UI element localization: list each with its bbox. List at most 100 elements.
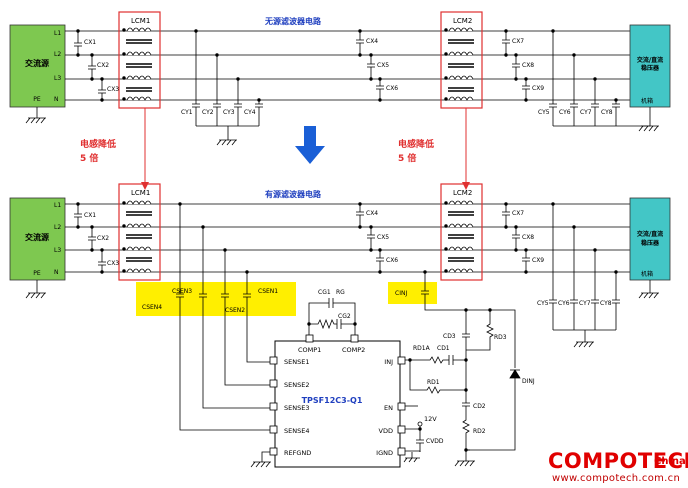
l2-label-top: L2 xyxy=(54,51,61,58)
reduce-label-left: 电感降低 xyxy=(80,138,116,150)
cy4-label-top: CY4 xyxy=(244,109,256,116)
active-filter-title: 有源滤波器电路 xyxy=(265,189,322,199)
csen3-label: CSEN3 xyxy=(172,288,192,295)
y-caps-group2-top xyxy=(549,29,650,127)
cy7-label-bottom: CY7 xyxy=(579,300,591,307)
lcm1-coils-top xyxy=(122,27,152,101)
reduce-label-right: 电感降低 xyxy=(398,138,434,150)
pin-sense3: SENSE3 xyxy=(284,404,309,412)
power-lines-bottom xyxy=(65,203,630,273)
load-box-bottom xyxy=(629,197,671,281)
cx7-label-top: CX7 xyxy=(512,38,524,45)
supply-wiring xyxy=(403,405,475,467)
pin-comp1: COMP1 xyxy=(298,346,321,354)
cinj-label: CINJ xyxy=(395,290,407,297)
lcm1-coils-bottom xyxy=(122,200,152,273)
ac-source-box-bottom xyxy=(9,197,66,281)
cg2-label: CG2 xyxy=(338,313,351,320)
rd1a-label: RD1A xyxy=(413,345,431,352)
l1-label-bottom: L1 xyxy=(54,202,61,209)
load-label2-top: 稳压器 xyxy=(641,64,660,72)
ac-source-box-top xyxy=(9,24,66,108)
pin-en: EN xyxy=(384,404,393,412)
dinj-label: DINJ xyxy=(522,378,535,385)
lcm2-label-top: LCM2 xyxy=(453,17,472,25)
l2-label-bottom: L2 xyxy=(54,224,61,231)
cx1-label-bottom: CX1 xyxy=(84,212,96,219)
pin-vdd: VDD xyxy=(379,427,393,435)
rg-label: RG xyxy=(336,289,345,296)
x-caps-group2-bottom xyxy=(356,202,384,274)
cx6-label-bottom: CX6 xyxy=(386,257,398,264)
cy5-label-bottom: CY5 xyxy=(537,300,549,307)
cy3-label-top: CY3 xyxy=(223,109,235,116)
cy2-label-top: CY2 xyxy=(202,109,214,116)
cy6-label-top: CY6 xyxy=(559,109,571,116)
rd1-label: RD1 xyxy=(427,379,440,386)
cy8-label-bottom: CY8 xyxy=(600,300,612,307)
compotech-logo-china: China xyxy=(654,456,686,467)
rd2-label: RD2 xyxy=(473,428,486,435)
chassis-label-bottom: 机箱 xyxy=(641,270,653,278)
ac-source-label-top: 交流源 xyxy=(25,58,49,68)
cx9-label-bottom: CX9 xyxy=(532,257,544,264)
cx4-label-bottom: CX4 xyxy=(366,210,378,217)
cx5-label-top: CX5 xyxy=(377,62,389,69)
l3-label-top: L3 xyxy=(54,75,61,82)
pin-sense4: SENSE4 xyxy=(284,427,309,435)
chassis-label-top: 机箱 xyxy=(641,97,653,105)
pin-ignd: IGND xyxy=(376,449,393,457)
lcm2-label-bottom: LCM2 xyxy=(453,189,472,197)
chassis-ground-icon xyxy=(638,107,659,132)
cy1-label-top: CY1 xyxy=(181,109,193,116)
refgnd-ground-icon xyxy=(250,451,271,468)
five-times-label-left: 5 倍 xyxy=(80,152,98,164)
injection-network xyxy=(405,308,521,452)
lcm1-box-top xyxy=(118,11,161,109)
injection-capacitor xyxy=(421,270,477,311)
down-arrow-icon xyxy=(295,126,325,164)
cvdd-label: CVDD xyxy=(426,438,444,445)
l3-label-bottom: L3 xyxy=(54,247,61,254)
active-filter-circuit: 交流源 PE L1 L2 L3 N LCM1 LCM2 xyxy=(9,183,671,468)
sense-capacitors xyxy=(176,202,270,431)
ac-source-label-bottom: 交流源 xyxy=(25,232,49,242)
cx1-label-top: CX1 xyxy=(84,39,96,46)
csen2-label: CSEN2 xyxy=(225,307,245,314)
n-label-bottom: N xyxy=(54,269,59,276)
lcm1-label-bottom: LCM1 xyxy=(131,189,150,197)
load-label2-bottom: 稳压器 xyxy=(641,239,660,247)
chip-name: TPSF12C3-Q1 xyxy=(302,396,363,405)
cx2-label-top: CX2 xyxy=(97,62,109,69)
cg1-label: CG1 xyxy=(318,289,331,296)
pe-label-bottom: PE xyxy=(33,270,41,277)
load-box-top xyxy=(629,24,671,108)
cx2-label-bottom: CX2 xyxy=(97,235,109,242)
lcm2-coils-top xyxy=(444,27,474,101)
x-caps-group3-top xyxy=(502,29,530,102)
v12-label: 12V xyxy=(424,415,437,423)
lcm2-box-top xyxy=(440,11,483,109)
pe-label-top: PE xyxy=(33,96,41,103)
lcm2-coils-bottom xyxy=(444,200,474,273)
pin-sense2: SENSE2 xyxy=(284,381,309,389)
chip-pins xyxy=(269,334,406,456)
compotech-url: www.compotech.com.cn xyxy=(552,473,681,484)
y-caps-group1-top xyxy=(192,29,263,146)
pin-sense1: SENSE1 xyxy=(284,358,309,366)
cx7-label-bottom: CX7 xyxy=(512,210,524,217)
five-times-label-right: 5 倍 xyxy=(398,152,416,164)
cx3-label-top: CX3 xyxy=(107,86,119,93)
l1-label-top: L1 xyxy=(54,30,61,37)
cd1-label: CD1 xyxy=(437,345,450,352)
lcm1-box-bottom xyxy=(118,183,161,281)
compensation-network xyxy=(307,298,357,335)
x-caps-group1-top xyxy=(74,29,106,102)
power-lines-top xyxy=(65,30,630,101)
rd3-label: RD3 xyxy=(494,334,507,341)
chassis-ground-icon xyxy=(638,280,659,299)
csen1-label: CSEN1 xyxy=(258,288,278,295)
cy7-label-top: CY7 xyxy=(580,109,592,116)
